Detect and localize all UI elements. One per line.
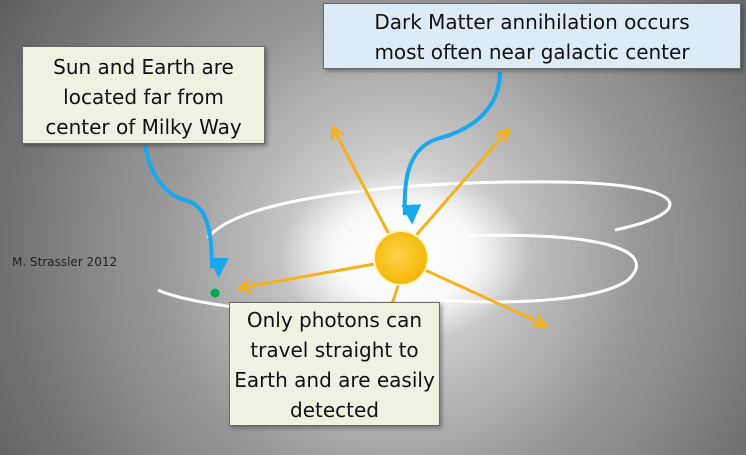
- callout-sun-earth: Sun and Earth are located far from cente…: [22, 46, 265, 144]
- callout-photons-line-4: detected: [290, 398, 379, 422]
- photon-arrow-down-right: [424, 268, 545, 325]
- photon-arrow-up-left: [333, 128, 394, 241]
- pointer-arrow-dark-matter: [401, 71, 502, 225]
- callout-photons: Only photons can travel straight to Eart…: [229, 302, 440, 426]
- photon-arrow-to-earth: [240, 261, 381, 288]
- callout-sun-earth-line-3: center of Milky Way: [45, 115, 242, 139]
- credit-label: M. Strassler 2012: [12, 255, 118, 269]
- callout-sun-earth-line-2: located far from: [63, 85, 224, 109]
- callout-dark-matter-line-1: Dark Matter annihilation occurs: [374, 10, 690, 34]
- pointer-arrow-sun-earth: [143, 144, 229, 278]
- callout-dark-matter: Dark Matter annihilation occurs most oft…: [323, 3, 741, 69]
- callout-photons-line-1: Only photons can: [246, 308, 423, 332]
- callout-sun-earth-line-1: Sun and Earth are: [53, 55, 234, 79]
- orbit-ring-outer: [206, 180, 672, 239]
- earth: [210, 288, 220, 298]
- orbit-ring-inner: [439, 234, 638, 304]
- galactic-center: [373, 230, 429, 286]
- photon-arrow-up-right: [410, 130, 508, 241]
- callout-photons-line-3: Earth and are easily: [234, 368, 435, 392]
- callout-photons-line-2: travel straight to: [250, 338, 419, 362]
- callout-dark-matter-line-2: most often near galactic center: [374, 40, 690, 64]
